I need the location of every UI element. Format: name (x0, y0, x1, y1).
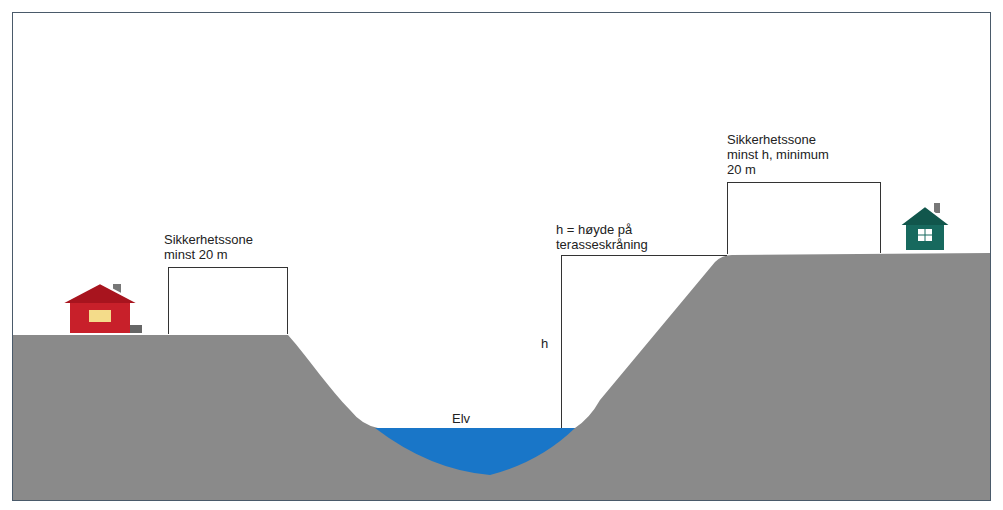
terrain-ground (13, 253, 990, 500)
red-house (62, 283, 142, 333)
river-water (375, 428, 575, 475)
dimension-symbol: h (541, 336, 555, 351)
frame-border (13, 13, 991, 501)
teal-house (900, 203, 950, 250)
zone-bracket-right (728, 182, 881, 254)
zone-bracket-left (169, 267, 288, 334)
zone-label: Sikkerhetssone minst 20 m (164, 232, 276, 262)
zone-label: Sikkerhetssone minst h, minimum 20 m (727, 132, 839, 177)
height-dimension (562, 255, 728, 428)
river-label: Elv (452, 411, 492, 426)
dimension-label: h = høyde på terasseskråning (556, 222, 686, 252)
